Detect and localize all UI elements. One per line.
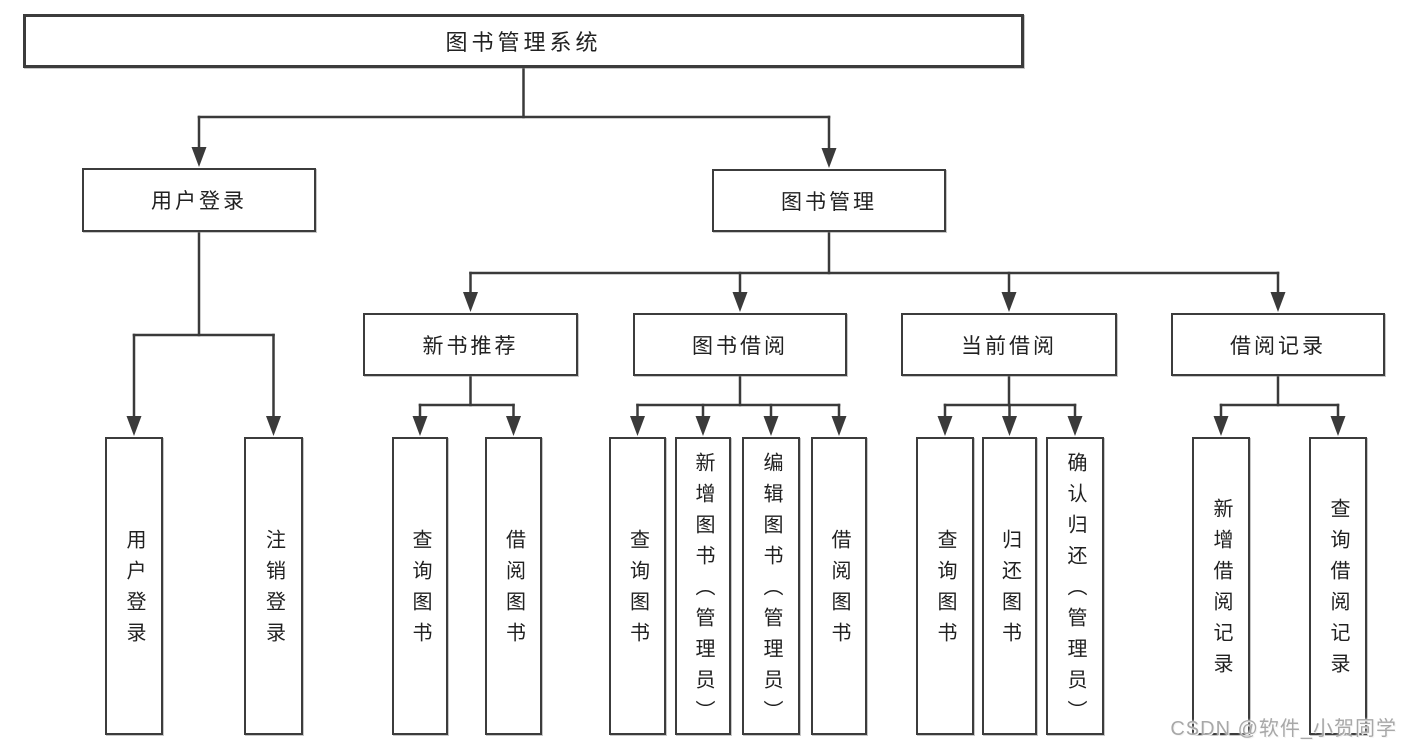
node-current-borrow: 当前借阅 xyxy=(901,313,1117,376)
node-records-query: 查询借阅记录 xyxy=(1309,437,1367,735)
arrowhead-icon xyxy=(763,416,779,436)
arrowhead-icon xyxy=(191,147,207,167)
edges-from-book-borrow xyxy=(630,373,847,436)
node-rec-query-books: 查询图书 xyxy=(392,437,448,735)
arrowhead-icon xyxy=(937,416,953,436)
arrowhead-icon xyxy=(126,416,142,436)
edges-from-user-login xyxy=(126,229,281,436)
node-records-add: 新增借阅记录 xyxy=(1192,437,1250,735)
node-leaf-user-login: 用户登录 xyxy=(105,437,163,735)
node-bb-add-books: 新增图书（管理员） xyxy=(675,437,731,735)
node-book-mgmt: 图书管理 xyxy=(712,169,946,232)
arrowhead-icon xyxy=(1002,416,1017,436)
node-user-login: 用户登录 xyxy=(82,168,316,232)
arrowhead-icon xyxy=(1067,416,1083,436)
node-leaf-logout: 注销登录 xyxy=(244,437,303,735)
edges-from-new-book-rec xyxy=(412,373,521,436)
node-cb-query-books: 查询图书 xyxy=(916,437,974,735)
edges-from-borrow-records xyxy=(1213,373,1346,436)
node-bb-borrow-books: 借阅图书 xyxy=(811,437,867,735)
edges-from-book-mgmt xyxy=(463,229,1286,312)
arrowhead-icon xyxy=(1270,292,1286,312)
arrowhead-icon xyxy=(1001,292,1017,312)
arrowhead-icon xyxy=(412,416,428,436)
arrowhead-icon xyxy=(821,148,837,168)
node-new-book-rec: 新书推荐 xyxy=(363,313,578,376)
arrowhead-icon xyxy=(506,416,521,436)
node-rec-borrow-books: 借阅图书 xyxy=(485,437,542,735)
arrowhead-icon xyxy=(732,292,748,312)
node-book-borrow: 图书借阅 xyxy=(633,313,847,376)
arrowhead-icon xyxy=(463,292,478,312)
node-bb-query-books: 查询图书 xyxy=(609,437,666,735)
arrowhead-icon xyxy=(266,416,281,436)
node-borrow-records: 借阅记录 xyxy=(1171,313,1385,376)
arrowhead-icon xyxy=(630,416,645,436)
arrowhead-icon xyxy=(831,416,847,436)
arrowhead-icon xyxy=(1330,416,1346,436)
node-cb-return-books: 归还图书 xyxy=(982,437,1037,735)
node-cb-confirm-return: 确认归还（管理员） xyxy=(1046,437,1104,735)
edges-from-root xyxy=(191,65,837,168)
node-root: 图书管理系统 xyxy=(23,14,1024,68)
arrowhead-icon xyxy=(695,416,711,436)
arrowhead-icon xyxy=(1213,416,1229,436)
watermark: CSDN @软件_小贺同学 xyxy=(1170,718,1397,740)
edges-from-current-borrow xyxy=(937,373,1083,436)
node-bb-edit-books: 编辑图书（管理员） xyxy=(742,437,800,735)
